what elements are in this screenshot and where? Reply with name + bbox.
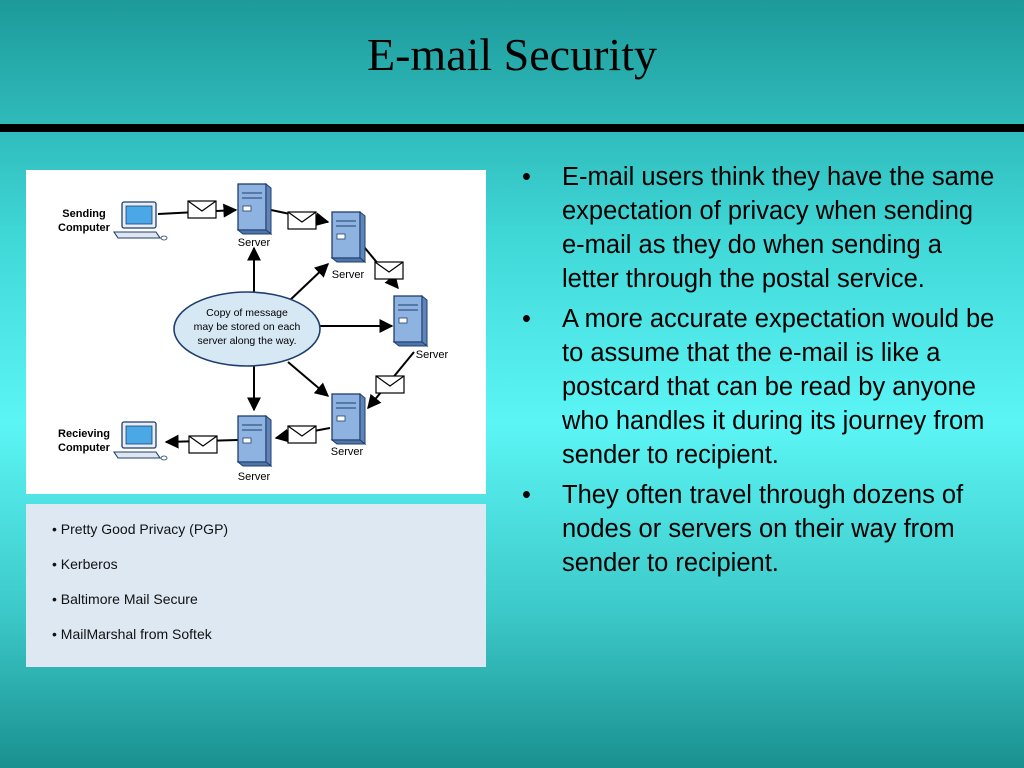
server-label: Server xyxy=(331,446,364,458)
bullet-item: •E-mail users think they have the same e… xyxy=(518,160,998,296)
bullet-dot-icon: • xyxy=(522,305,531,333)
envelope-icon xyxy=(187,200,217,219)
server-label: Server xyxy=(238,471,271,483)
envelope-icon xyxy=(374,261,404,280)
list-item: • Pretty Good Privacy (PGP) xyxy=(52,521,229,537)
list-item: • Kerberos xyxy=(52,556,118,572)
sending-label: Sending xyxy=(62,208,105,220)
encryption-options-panel: • Pretty Good Privacy (PGP) • Kerberos •… xyxy=(26,504,486,667)
list-item: • Baltimore Mail Secure xyxy=(52,591,198,607)
envelope-icon xyxy=(287,425,317,444)
title-divider xyxy=(0,124,1024,132)
receiving-label: Recieving xyxy=(58,428,110,440)
list-item: • MailMarshal from Softek xyxy=(52,626,212,642)
bullet-item: •They often travel through dozens of nod… xyxy=(518,478,998,580)
envelope-icon xyxy=(287,211,317,230)
bullet-item: •A more accurate expectation would be to… xyxy=(518,302,998,472)
storage-note-bubble xyxy=(173,291,321,367)
server-icon xyxy=(393,295,428,347)
server-icon xyxy=(237,415,272,467)
receiving-label: Computer xyxy=(58,442,111,454)
server-icon xyxy=(331,393,366,445)
server-icon xyxy=(237,183,272,235)
email-route-diagram: Sending Computer Recieving Computer Serv… xyxy=(26,170,486,494)
bullet-list: •E-mail users think they have the same e… xyxy=(518,160,998,586)
envelope-icon xyxy=(188,435,218,454)
storage-note-text: may be stored on each xyxy=(194,321,301,333)
server-label: Server xyxy=(332,269,365,281)
slide-title: E-mail Security xyxy=(367,29,657,80)
storage-note-text: server along the way. xyxy=(197,335,296,347)
server-icon xyxy=(331,211,366,263)
sending-computer-icon xyxy=(113,201,168,241)
storage-note-text: Copy of message xyxy=(206,307,288,319)
sending-label: Computer xyxy=(58,222,111,234)
envelope-icon xyxy=(375,375,405,394)
receiving-computer-icon xyxy=(113,421,168,461)
bullet-dot-icon: • xyxy=(522,163,531,191)
bullet-dot-icon: • xyxy=(522,481,531,509)
server-label: Server xyxy=(238,237,271,249)
server-label: Server xyxy=(416,349,449,361)
